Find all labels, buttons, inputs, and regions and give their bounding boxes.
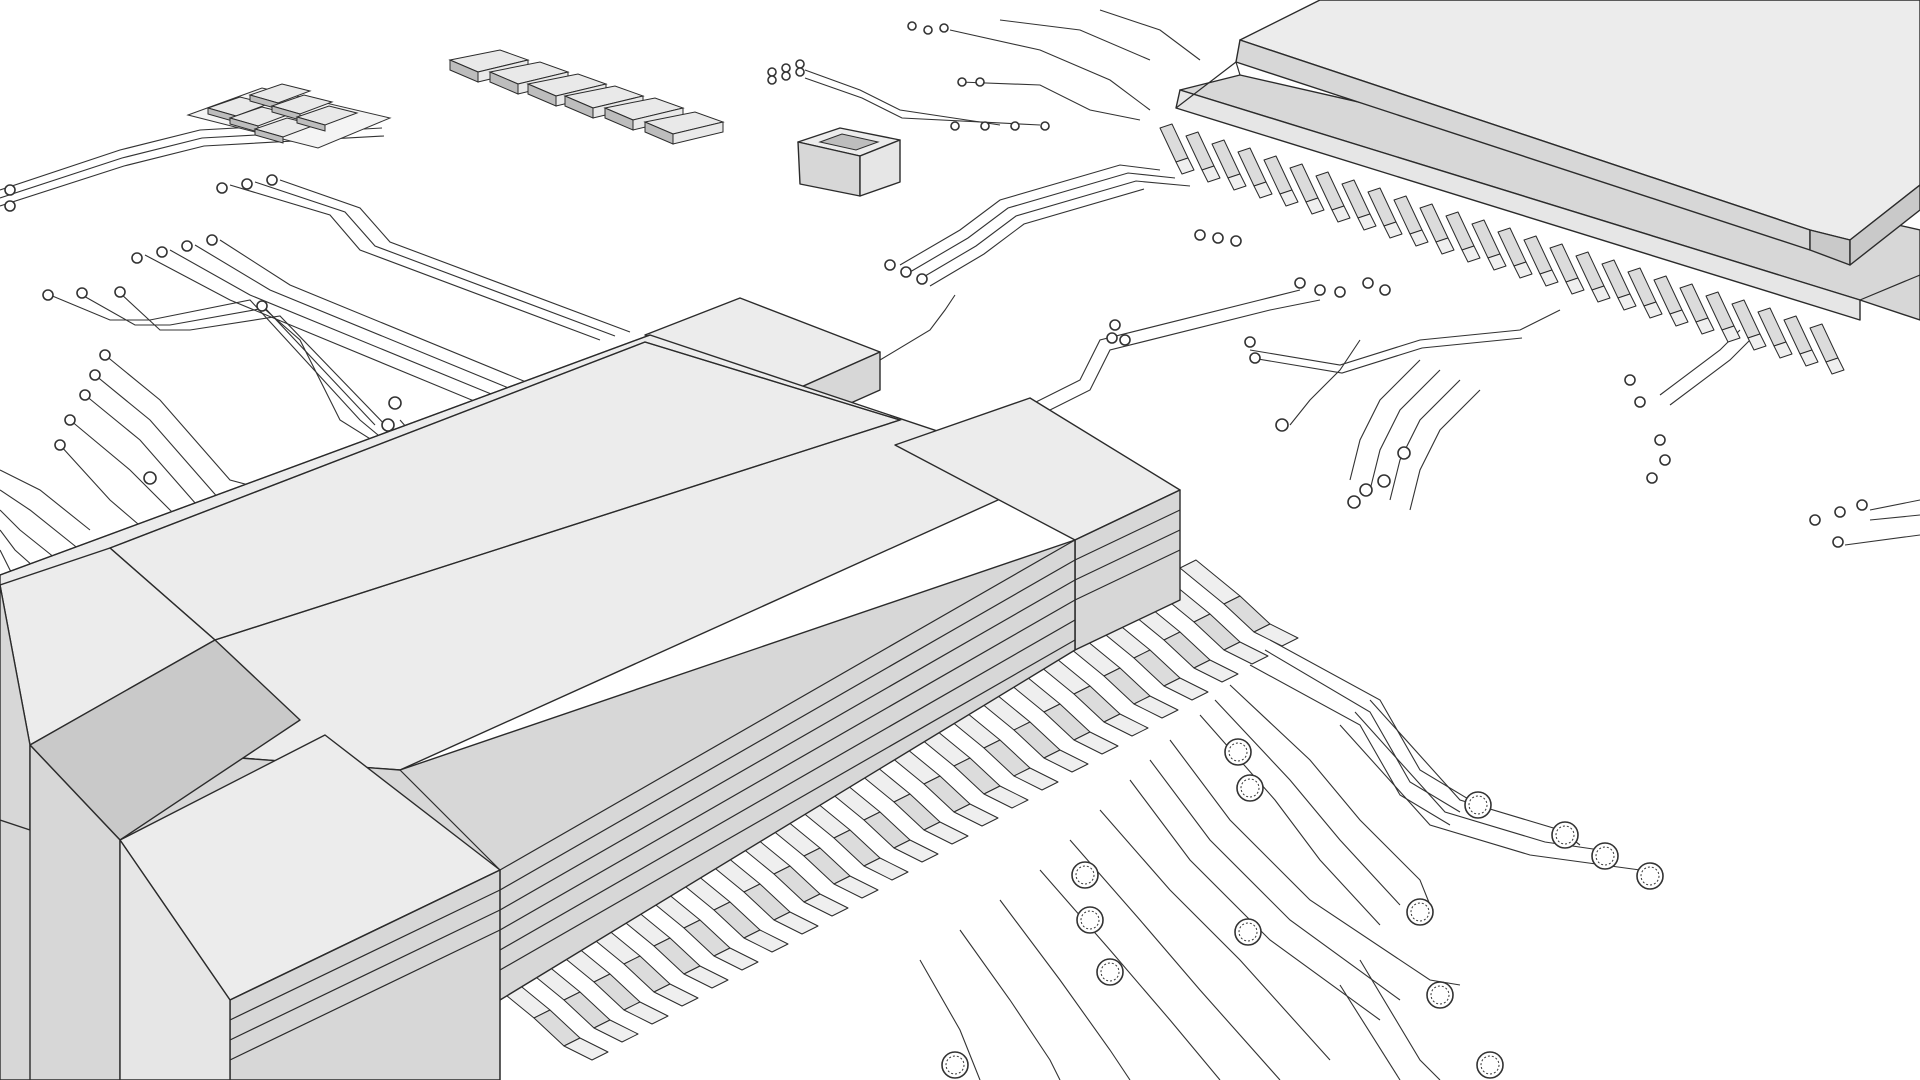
traces-bottom bbox=[919, 639, 1641, 1080]
qfp-pin-row bbox=[1159, 123, 1845, 375]
large-chip-pin bbox=[1179, 559, 1299, 647]
qfp-pin bbox=[1705, 291, 1741, 343]
qfp-pin bbox=[1419, 203, 1455, 255]
qfp-processor-chip bbox=[1159, 0, 1920, 375]
qfp-pin bbox=[1809, 323, 1845, 375]
qfp-pin bbox=[1497, 227, 1533, 279]
qfp-pin bbox=[1601, 259, 1637, 311]
traces-left bbox=[0, 119, 631, 601]
qfp-pin bbox=[1289, 163, 1325, 215]
qfp-pin bbox=[1679, 283, 1715, 335]
qfp-pin bbox=[1237, 147, 1273, 199]
smd-cluster bbox=[186, 83, 392, 149]
qfp-pin bbox=[1445, 211, 1481, 263]
qfp-pin bbox=[1367, 187, 1403, 239]
resistor-array bbox=[448, 49, 725, 145]
qfp-pin bbox=[1523, 235, 1559, 287]
qfp-pin bbox=[1549, 243, 1585, 295]
qfp-pin bbox=[1159, 123, 1195, 175]
qfp-pin bbox=[1315, 171, 1351, 223]
qfp-pin bbox=[1653, 275, 1689, 327]
qfp-pin bbox=[1185, 131, 1221, 183]
qfp-pin bbox=[1627, 267, 1663, 319]
bottom-pads bbox=[941, 738, 1664, 1079]
qfp-pin bbox=[1341, 179, 1377, 231]
qfp-pin bbox=[1731, 299, 1767, 351]
large-connector-chip bbox=[0, 297, 1181, 1080]
small-socket bbox=[797, 127, 901, 197]
top-pads bbox=[767, 9, 1201, 131]
traces-right bbox=[879, 164, 1920, 548]
qfp-pin bbox=[1211, 139, 1247, 191]
qfp-pin bbox=[1783, 315, 1819, 367]
qfp-pin bbox=[1393, 195, 1429, 247]
large-chip-pin bbox=[939, 703, 1059, 791]
qfp-pin bbox=[1263, 155, 1299, 207]
qfp-pin bbox=[1471, 219, 1507, 271]
qfp-pin bbox=[1757, 307, 1793, 359]
qfp-pin bbox=[1575, 251, 1611, 303]
